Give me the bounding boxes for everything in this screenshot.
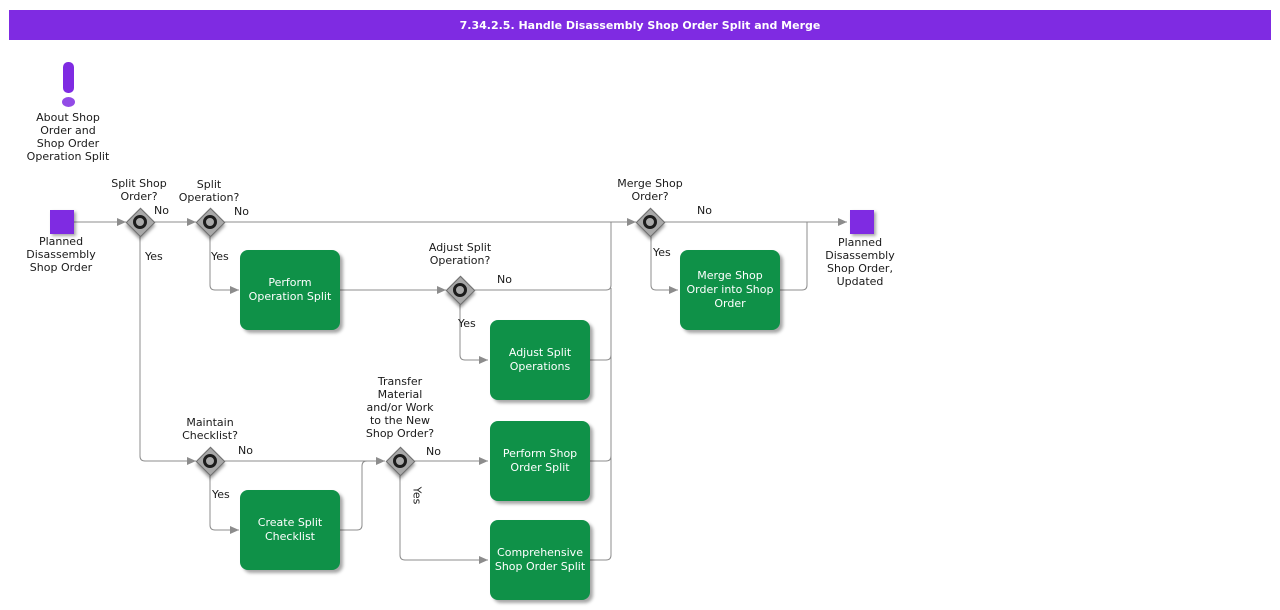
edge-comprehensive-split-out xyxy=(590,455,612,561)
activity-perform-operation-split[interactable]: Perform Operation Split xyxy=(240,250,340,330)
split-operation-no-label: No xyxy=(234,205,249,218)
activity-create-split-checklist[interactable]: Create Split Checklist xyxy=(240,490,340,570)
about-info-icon[interactable] xyxy=(55,58,83,108)
activity-merge-shop-order-into-shop-order[interactable]: Merge Shop Order into Shop Order xyxy=(680,250,780,330)
gateway-adjust-split-operation xyxy=(445,275,476,306)
exclamation-icon xyxy=(63,62,74,93)
gateway-circle-icon xyxy=(203,454,217,468)
activity-comprehensive-shop-order-split[interactable]: Comprehensive Shop Order Split xyxy=(490,520,590,600)
split-operation-yes-label: Yes xyxy=(211,250,229,263)
gateway-circle-icon xyxy=(393,454,407,468)
gateway-adjust-split-operation-question: Adjust Split Operation? xyxy=(428,241,492,267)
adjust-split-operation-no-label: No xyxy=(497,273,512,286)
edge-merge-box-out xyxy=(780,222,808,291)
gateway-circle-icon xyxy=(453,283,467,297)
start-event-label: Planned Disassembly Shop Order xyxy=(26,235,96,274)
activity-perform-shop-order-split[interactable]: Perform Shop Order Split xyxy=(490,421,590,501)
edge-perform-shop-order-split-out xyxy=(590,352,612,462)
gateway-maintain-checklist xyxy=(195,446,226,477)
adjust-split-operation-yes-label: Yes xyxy=(458,317,476,330)
merge-shop-order-yes-label: Yes xyxy=(653,246,671,259)
gateway-transfer-material-question: Transfer Material and/or Work to the New… xyxy=(365,375,435,440)
gateway-split-operation xyxy=(195,207,226,238)
edge-create-checklist-out xyxy=(340,460,368,531)
gateway-split-shop-order xyxy=(125,207,156,238)
end-event-square xyxy=(850,210,874,234)
edge-maintain-checklist-yes xyxy=(209,474,239,534)
activity-adjust-split-operations[interactable]: Adjust Split Operations xyxy=(490,320,590,400)
gateway-circle-icon xyxy=(643,215,657,229)
gateway-circle-icon xyxy=(203,215,217,229)
start-event-square xyxy=(50,210,74,234)
gateway-transfer-material xyxy=(385,446,416,477)
gateway-merge-shop-order xyxy=(635,207,666,238)
end-event-label: Planned Disassembly Shop Order, Updated xyxy=(825,236,895,288)
split-shop-order-yes-label: Yes xyxy=(145,250,163,263)
maintain-checklist-no-label: No xyxy=(238,444,253,457)
exclamation-icon-dot xyxy=(62,97,75,107)
split-shop-order-no-label: No xyxy=(154,204,169,217)
gateway-circle-icon xyxy=(133,215,147,229)
edge-adjust-split-operation-yes xyxy=(459,303,488,364)
transfer-material-yes-label: Yes xyxy=(410,486,424,505)
gateway-split-operation-question: Split Operation? xyxy=(178,178,240,204)
merge-shop-order-no-label: No xyxy=(697,204,712,217)
page-title: 7.34.2.5. Handle Disassembly Shop Order … xyxy=(9,10,1271,40)
gateway-merge-shop-order-question: Merge Shop Order? xyxy=(617,177,683,203)
gateway-split-shop-order-question: Split Shop Order? xyxy=(111,177,167,203)
about-label: About Shop Order and Shop Order Operatio… xyxy=(26,111,110,163)
gateway-maintain-checklist-question: Maintain Checklist? xyxy=(182,416,238,442)
edge-merge-shop-order-yes xyxy=(650,235,678,294)
transfer-material-no-label: No xyxy=(426,445,441,458)
maintain-checklist-yes-label: Yes xyxy=(212,488,230,501)
edge-adjust-split-operations-out xyxy=(590,288,612,361)
